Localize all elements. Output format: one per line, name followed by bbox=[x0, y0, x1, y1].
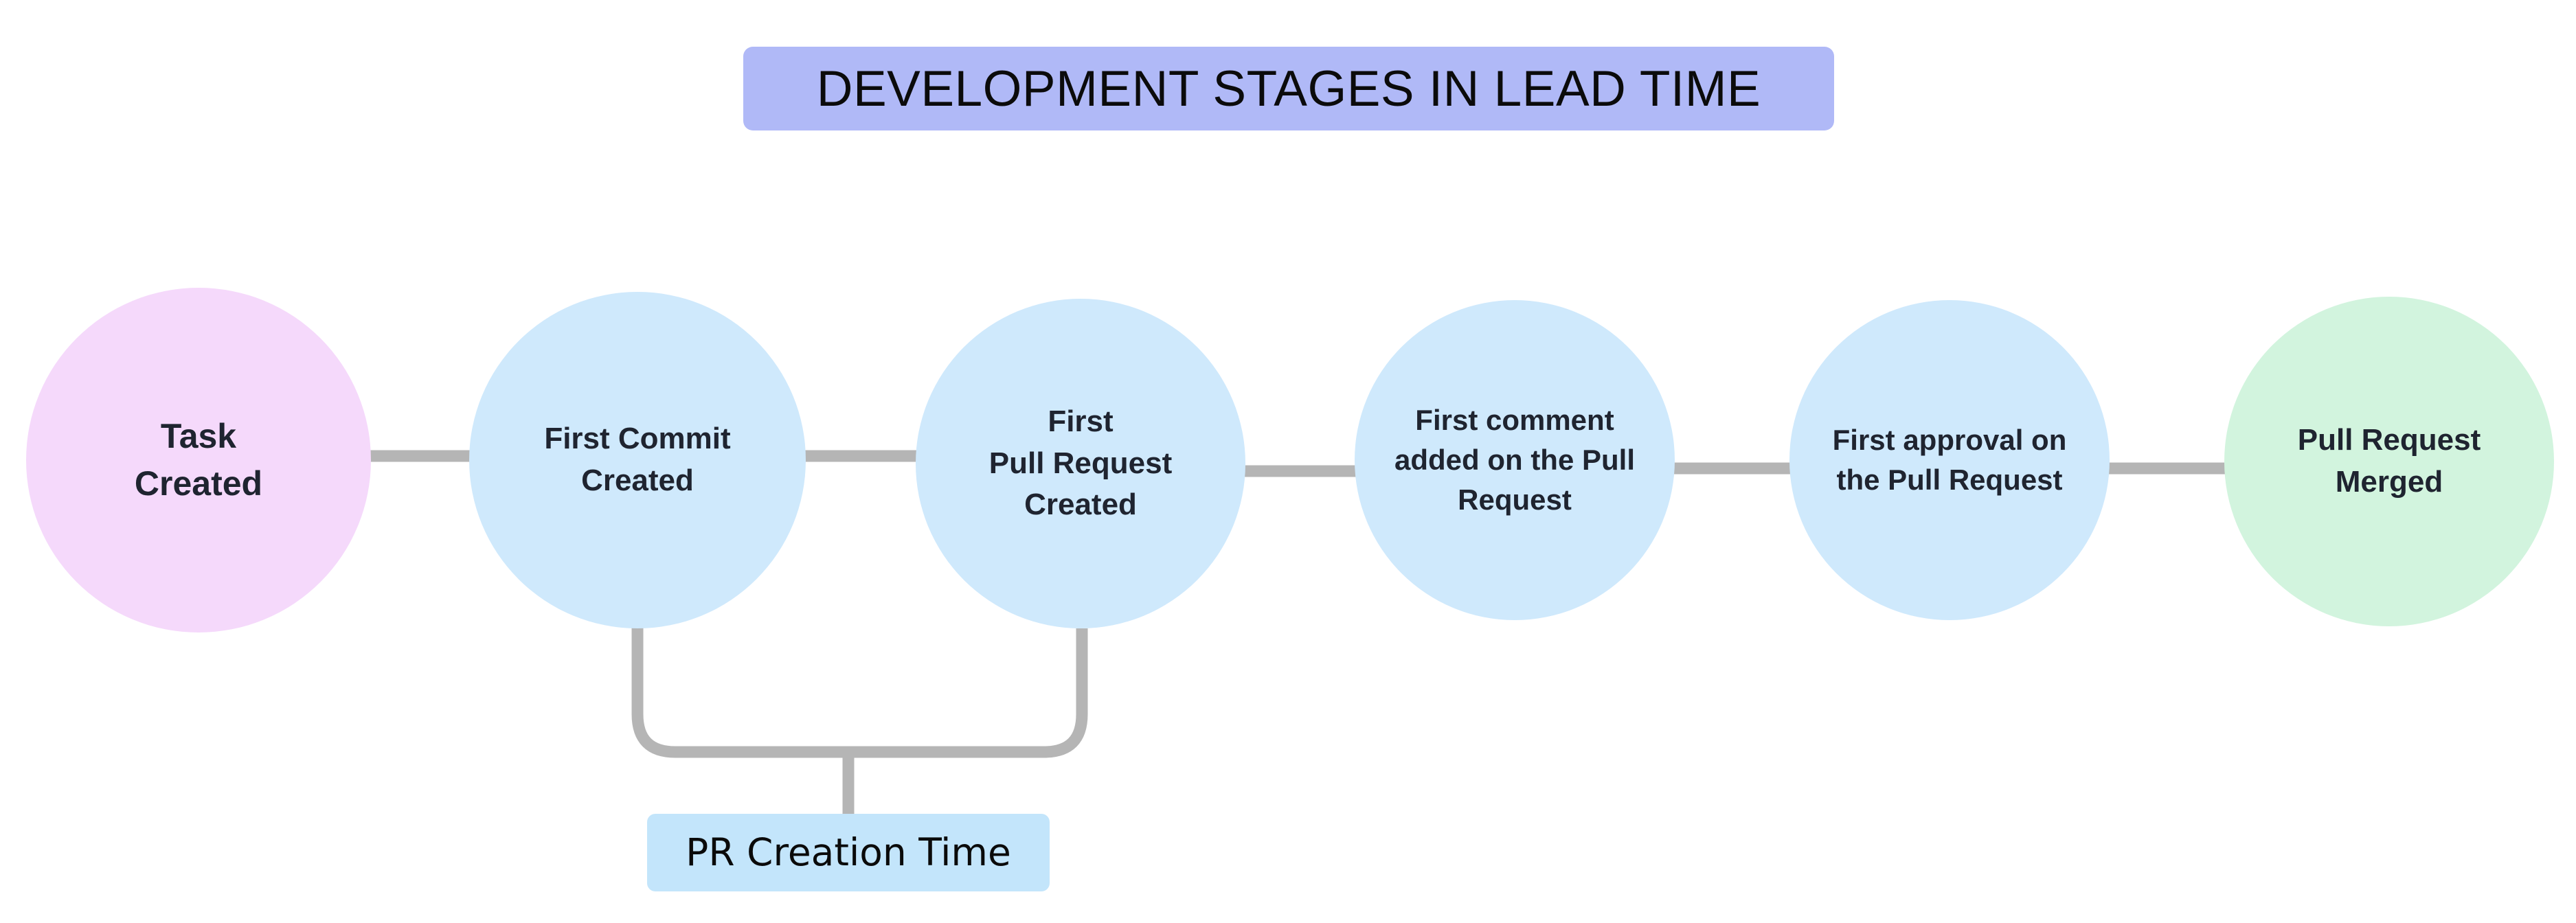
node-first-pull-request-created[interactable]: First Pull Request Created bbox=[916, 299, 1245, 628]
pr-creation-time-text: PR Creation Time bbox=[686, 830, 1011, 874]
pr-creation-time-bracket bbox=[631, 627, 1088, 758]
node-pull-request-merged-label: Pull Request Merged bbox=[2297, 423, 2481, 499]
node-first-commit-created-label: First Commit Created bbox=[544, 422, 731, 497]
node-first-commit-created[interactable]: First Commit Created bbox=[469, 292, 806, 628]
page-title: DEVELOPMENT STAGES IN LEAD TIME bbox=[816, 60, 1761, 117]
pr-creation-time-label[interactable]: PR Creation Time bbox=[647, 814, 1050, 891]
node-pull-request-merged[interactable]: Pull Request Merged bbox=[2224, 297, 2554, 626]
node-first-pull-request-created-label: First Pull Request Created bbox=[988, 404, 1173, 522]
node-first-comment-on-pull-request-label: First comment added on the Pull Request bbox=[1394, 404, 1635, 516]
page-title-banner: DEVELOPMENT STAGES IN LEAD TIME bbox=[743, 47, 1834, 130]
node-task-created-label: Task Created bbox=[134, 417, 263, 503]
node-first-approval-on-pull-request[interactable]: First approval on the Pull Request bbox=[1789, 300, 2110, 620]
node-first-comment-on-pull-request[interactable]: First comment added on the Pull Request bbox=[1355, 300, 1675, 620]
node-task-created[interactable]: Task Created bbox=[26, 288, 371, 633]
node-first-approval-on-pull-request-label: First approval on the Pull Request bbox=[1832, 424, 2067, 496]
